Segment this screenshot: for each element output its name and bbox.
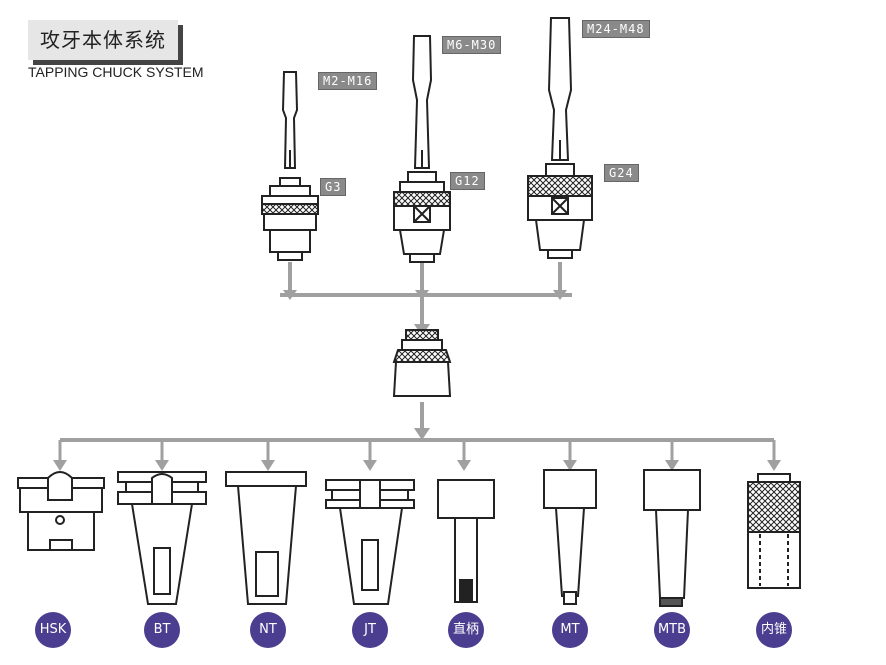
shank-drop-arrowhead-2 <box>261 460 275 471</box>
badge-mtb: MTB <box>654 612 690 648</box>
chuck-label-g24: G24 <box>604 164 639 182</box>
shank-straight <box>437 479 495 603</box>
tap-label-m2-m16: M2-M16 <box>318 72 378 90</box>
tap-m6-m30 <box>411 35 433 169</box>
page-title: 攻牙本体系统 <box>28 20 178 60</box>
shank-arrows <box>53 440 781 471</box>
shank-drop-arrowhead-0 <box>53 460 67 471</box>
shank-mt <box>543 469 597 605</box>
shank-drop-arrowhead-6 <box>665 460 679 471</box>
shank-hsk <box>17 471 105 551</box>
shank-jt <box>325 479 415 605</box>
shank-drop-arrowhead-3 <box>363 460 377 471</box>
chuck-g24 <box>527 163 593 259</box>
chuck-label-g3: G3 <box>320 178 347 196</box>
badge-nt: NT <box>250 612 286 648</box>
chuck-g12 <box>393 171 451 263</box>
tap-m24-m48 <box>547 17 573 161</box>
badge-mt: MT <box>552 612 588 648</box>
chuck-label-g12: G12 <box>450 172 485 190</box>
shank-nt <box>225 471 307 605</box>
badge-jt: JT <box>352 612 388 648</box>
shank-drop-arrowhead-7 <box>767 460 781 471</box>
tap-label-m24-m48: M24-M48 <box>582 20 650 38</box>
tapping-body <box>392 329 452 397</box>
shank-inner-taper <box>747 473 801 589</box>
tap-label-m6-m30: M6-M30 <box>442 36 502 54</box>
shank-drop-arrowhead-4 <box>457 460 471 471</box>
shank-mtb <box>643 469 701 607</box>
tap-m2-m16 <box>281 71 299 169</box>
badge-inner-taper: 内锥 <box>756 612 792 648</box>
page-subtitle: TAPPING CHUCK SYSTEM <box>28 64 204 80</box>
shank-drop-arrowhead-5 <box>563 460 577 471</box>
badge-bt: BT <box>144 612 180 648</box>
badge-straight-shank: 直柄 <box>448 612 484 648</box>
shank-drop-arrowhead-1 <box>155 460 169 471</box>
chuck-g3 <box>261 177 319 261</box>
badge-hsk: HSK <box>35 612 71 648</box>
shank-bt <box>117 471 207 605</box>
